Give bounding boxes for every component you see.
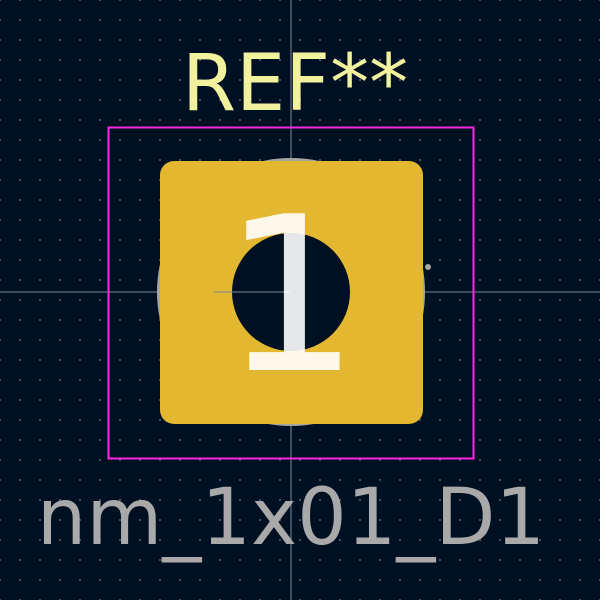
courtyard-outline[interactable] — [107, 126, 475, 460]
footprint-value[interactable]: nm_1x01_D1 — [37, 473, 545, 563]
reference-designator[interactable]: REF** — [182, 39, 408, 129]
pad-number: 1 — [223, 170, 360, 421]
pad-1[interactable]: 1 — [157, 158, 431, 426]
pad-anchor-dot — [425, 264, 431, 270]
